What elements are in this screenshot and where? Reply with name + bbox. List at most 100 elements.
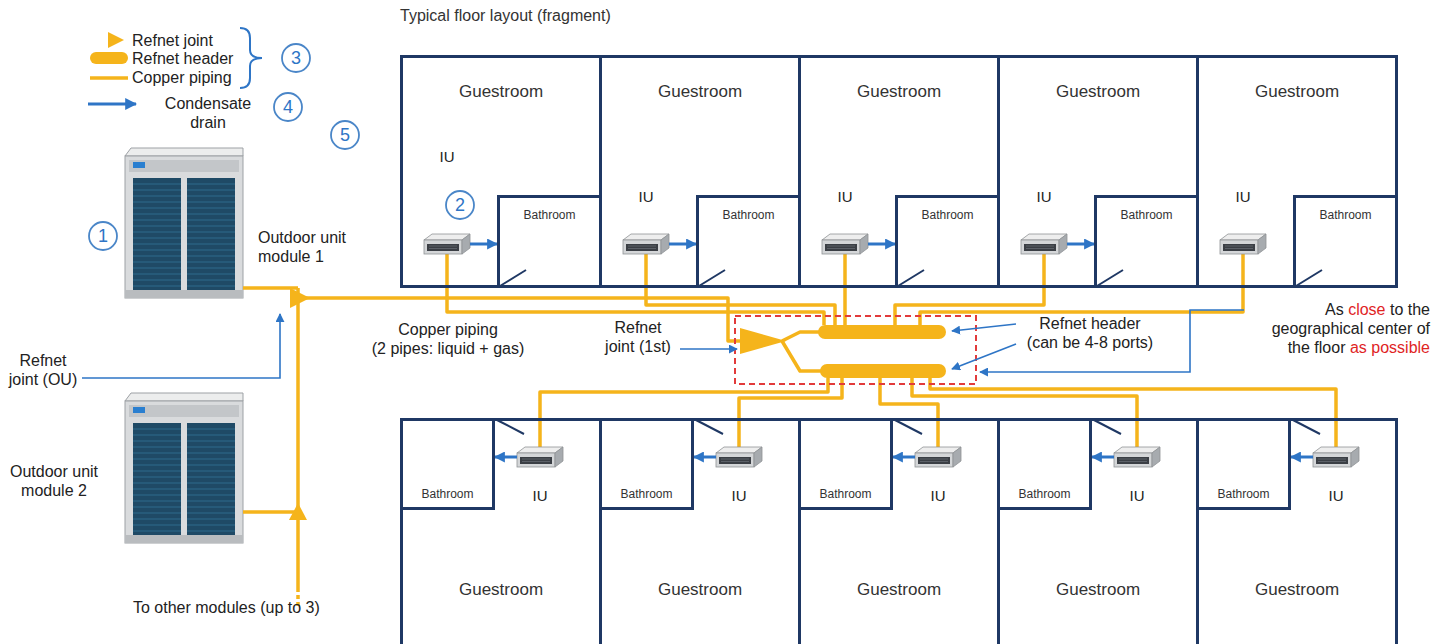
text-word: IU bbox=[639, 188, 654, 205]
text-line: Outdoor unit bbox=[2, 462, 106, 481]
refnet-fittings bbox=[740, 328, 786, 354]
bathroom-box: Bathroom bbox=[1094, 195, 1199, 288]
text-word: Bathroom bbox=[921, 208, 973, 222]
text-line: Guestroom bbox=[801, 82, 997, 102]
bathroom-label: Bathroom bbox=[722, 208, 774, 222]
text-word: IU bbox=[1130, 487, 1145, 504]
callout-text: Refnet joint (1st) bbox=[600, 318, 676, 356]
title-slot: Typical floor layout (fragment) bbox=[400, 6, 800, 25]
legend-text: Refnet joint bbox=[132, 31, 252, 50]
indoor-unit: IU bbox=[623, 188, 669, 254]
text-line: Outdoor unit bbox=[258, 228, 380, 247]
callout-number: 3 bbox=[281, 43, 311, 73]
condensate-drain-arrow bbox=[893, 456, 915, 459]
text-line: Guestroom bbox=[602, 580, 798, 600]
room-label: Guestroom bbox=[1199, 580, 1395, 600]
callout-text: Copper piping (2 pipes: liquid + gas) bbox=[366, 320, 530, 358]
text-word: unit bbox=[72, 463, 98, 480]
bathroom-label: Bathroom bbox=[1217, 487, 1269, 501]
text-word: IU bbox=[1037, 188, 1052, 205]
text-word: drain bbox=[190, 114, 226, 131]
callout-text: Refnet header (can be 4-8 ports) bbox=[1020, 314, 1160, 352]
center-zone bbox=[735, 316, 976, 384]
text-word: Outdoor bbox=[10, 463, 68, 480]
callout-text: Refnet joint (OU) bbox=[8, 351, 78, 389]
text-word: Guestroom bbox=[1255, 82, 1339, 101]
bathroom-box: Bathroom bbox=[1293, 195, 1398, 288]
leader-lines bbox=[82, 310, 1244, 378]
text-line: Refnet header bbox=[132, 49, 252, 68]
label-slot: Copper piping (2 pipes: liquid + gas) bbox=[366, 320, 530, 358]
room-label: Guestroom bbox=[1000, 580, 1196, 600]
text-line: IU bbox=[1037, 188, 1052, 206]
text-word: geographical bbox=[1272, 320, 1364, 337]
text-word: 1 bbox=[315, 248, 324, 265]
unit-label: IU bbox=[931, 487, 946, 505]
text-word: (OU) bbox=[43, 371, 78, 388]
text-word: layout bbox=[490, 7, 533, 24]
legend-slot: Refnet joint bbox=[132, 31, 252, 50]
condensate-drain-arrow bbox=[1291, 456, 1313, 459]
text-word: IU bbox=[1236, 188, 1251, 205]
legend-text: Refnet header bbox=[132, 49, 252, 68]
text-word: Guestroom bbox=[459, 82, 543, 101]
outdoor-unit-picture bbox=[125, 393, 243, 543]
legend-samples bbox=[90, 76, 128, 80]
leader-lines bbox=[82, 314, 280, 378]
text-word: Guestroom bbox=[857, 82, 941, 101]
text-word: Condensate bbox=[165, 95, 251, 112]
text-line: module 1 bbox=[258, 247, 380, 266]
text-word: 4-8 bbox=[1085, 334, 1108, 351]
copper-piping bbox=[540, 378, 1336, 447]
text-word: Guestroom bbox=[658, 82, 742, 101]
text-word: IU bbox=[440, 148, 455, 165]
text-word: center bbox=[1368, 320, 1412, 337]
text-word: Bathroom bbox=[819, 487, 871, 501]
diagram-title: Typical floor layout (fragment) bbox=[400, 6, 800, 25]
text-line: Guestroom bbox=[403, 82, 599, 102]
text-word: Copper bbox=[132, 69, 184, 86]
text-line: Guestroom bbox=[1199, 82, 1395, 102]
text-word: Bathroom bbox=[1217, 487, 1269, 501]
bathroom-label: Bathroom bbox=[620, 487, 672, 501]
text-word: as bbox=[1350, 339, 1367, 356]
text-line: To other modules (up to 3) bbox=[133, 598, 393, 617]
condensate-drain-arrow bbox=[1092, 456, 1114, 459]
text-word: Outdoor bbox=[258, 229, 316, 246]
text-line: Bathroom bbox=[421, 487, 473, 501]
text-word: pipes: bbox=[390, 340, 433, 357]
label-slot: 3 bbox=[281, 43, 311, 73]
text-line: (can be 4-8 ports) bbox=[1020, 333, 1160, 352]
unit-label: IU bbox=[1130, 487, 1145, 505]
door-lines bbox=[500, 270, 526, 286]
text-line: Guestroom bbox=[1199, 580, 1395, 600]
room-label: Guestroom bbox=[801, 580, 997, 600]
text-line: 2 bbox=[445, 190, 475, 220]
unit-label: IU bbox=[1236, 188, 1251, 206]
text-word: + bbox=[479, 340, 488, 357]
text-word: 3) bbox=[306, 599, 320, 616]
text-word: 3 bbox=[291, 48, 301, 68]
callout-circles bbox=[282, 44, 310, 72]
text-line: geographical center of bbox=[1250, 319, 1430, 338]
text-word: the bbox=[1288, 339, 1310, 356]
unit-label: IU bbox=[838, 188, 853, 206]
text-line: Bathroom bbox=[620, 487, 672, 501]
indoor-unit-picture bbox=[716, 447, 762, 467]
text-word: module bbox=[21, 482, 73, 499]
text-word: joint bbox=[184, 32, 213, 49]
bathroom-box: Bathroom bbox=[497, 195, 602, 288]
text-line: drain bbox=[150, 113, 266, 132]
text-word: IU bbox=[838, 188, 853, 205]
bathroom-box: Bathroom bbox=[798, 418, 893, 510]
guestroom-box: GuestroomIU Bathroom bbox=[400, 55, 602, 288]
text-line: Refnet bbox=[600, 318, 676, 337]
legend-samples bbox=[88, 103, 136, 106]
text-word: Bathroom bbox=[1018, 487, 1070, 501]
text-line: IU bbox=[1130, 487, 1145, 505]
text-line: IU bbox=[639, 188, 654, 206]
text-line: Guestroom bbox=[1000, 580, 1196, 600]
text-line: joint (1st) bbox=[600, 337, 676, 356]
indoor-unit: IU bbox=[716, 447, 762, 505]
text-word: Guestroom bbox=[1056, 580, 1140, 599]
